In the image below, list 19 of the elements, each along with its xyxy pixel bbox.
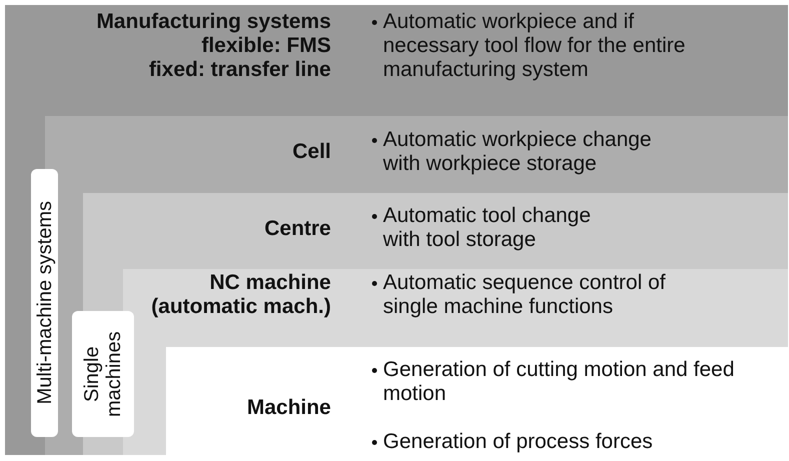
category-label: Single machines bbox=[81, 330, 125, 419]
category-tag bbox=[31, 169, 58, 437]
level-heading: flexible: FMS bbox=[200, 34, 331, 58]
level-heading: fixed: transfer line bbox=[148, 58, 331, 82]
level-band bbox=[83, 193, 788, 455]
level-heading: Manufacturing systems bbox=[95, 10, 331, 34]
category-tag bbox=[72, 311, 134, 437]
description-text: Automatic tool change with tool storage bbox=[383, 204, 592, 252]
description-text: Automatic sequence control of single machine functions bbox=[383, 271, 666, 319]
level-heading: Machine bbox=[246, 396, 331, 420]
level-heading: Cell bbox=[291, 140, 331, 164]
category-label: Multi-machine systems bbox=[34, 201, 56, 405]
level-heading: Centre bbox=[263, 217, 331, 241]
description-text: Generation of process forces bbox=[383, 430, 654, 454]
description-text: Automatic workpiece and if necessary tool flow for the entire manufacturing system bbox=[383, 10, 686, 82]
level-heading: NC machine (automatic mach.) bbox=[150, 271, 331, 319]
level-band bbox=[5, 5, 788, 455]
description-text: Generation of cutting motion and feed motion bbox=[383, 358, 736, 406]
description-text: Automatic workpiece change with workpiece storage bbox=[383, 128, 652, 176]
